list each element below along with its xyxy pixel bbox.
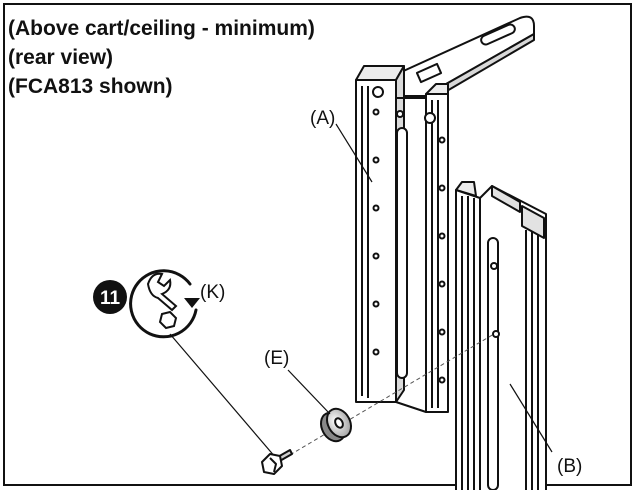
washer-e bbox=[320, 407, 352, 443]
label-a: (A) bbox=[310, 108, 335, 129]
label-e: (E) bbox=[264, 348, 289, 369]
caption-line-model: (FCA813 shown) bbox=[8, 75, 173, 98]
diagram-caption: (Above cart/ceiling - minimum) (rear vie… bbox=[8, 14, 315, 101]
step-number: 11 bbox=[100, 288, 121, 309]
icon-to-bolt-line bbox=[169, 333, 277, 459]
step-number-badge-icon: 11 bbox=[93, 280, 127, 314]
caption-line-view: (rear view) bbox=[8, 46, 114, 69]
wrench-rotate-icon bbox=[129, 269, 200, 339]
label-k: (K) bbox=[200, 282, 225, 303]
caption-line-mount-position: (Above cart/ceiling - minimum) bbox=[8, 17, 315, 40]
hex-bolt bbox=[261, 449, 293, 475]
label-b: (B) bbox=[557, 456, 582, 477]
leader-a bbox=[335, 123, 373, 183]
leader-b bbox=[509, 383, 553, 453]
mounting-plate bbox=[387, 15, 535, 103]
bracket-b bbox=[455, 181, 547, 490]
leader-e bbox=[287, 369, 331, 415]
bracket-a bbox=[355, 65, 449, 413]
